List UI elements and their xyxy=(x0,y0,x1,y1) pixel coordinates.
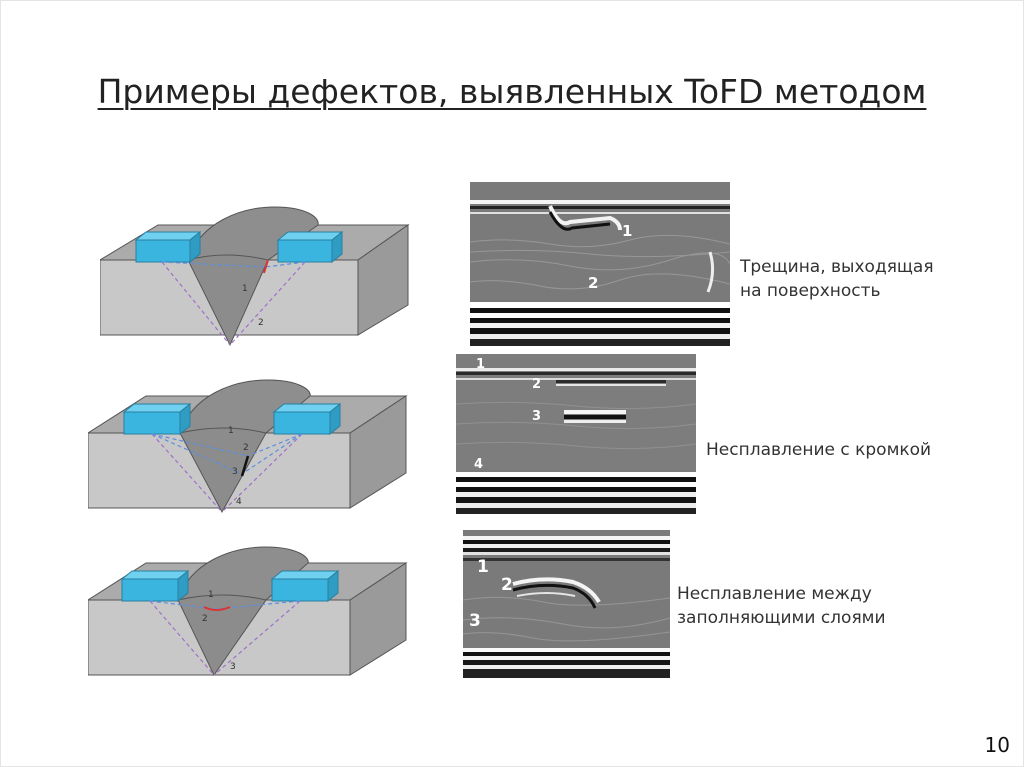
diagram-label-4: 4 xyxy=(236,497,242,507)
weld-diagram-crack: 1 2 xyxy=(100,206,410,347)
probe-left xyxy=(120,569,190,603)
scan-label-1: 1 xyxy=(476,357,485,372)
diagram-label-3: 3 xyxy=(232,467,238,477)
weld-diagram-interlayer-lof: 1 2 3 xyxy=(88,546,408,676)
tofd-scan-crack: 1 2 xyxy=(470,182,730,346)
diagram-label-1: 1 xyxy=(208,590,214,600)
probe-left xyxy=(134,230,202,264)
diagram-label-2: 2 xyxy=(202,614,208,624)
diagram-label-2: 2 xyxy=(243,443,249,453)
scan-label-3: 3 xyxy=(469,611,481,631)
tofd-scan-sidewall-lof: 1 2 3 4 xyxy=(456,354,696,514)
probe-right xyxy=(270,569,340,603)
caption-sidewall-lof: Несплавление с кромкой xyxy=(706,440,932,460)
scan-label-3: 3 xyxy=(532,409,541,424)
caption-crack: Трещина, выходящая на поверхность xyxy=(740,257,934,301)
scan-label-2: 2 xyxy=(588,274,598,292)
diagram-label-1: 1 xyxy=(228,426,234,436)
scan-label-2: 2 xyxy=(532,377,541,392)
diagram-label-2: 2 xyxy=(258,318,264,328)
diagram-label-1: 1 xyxy=(242,284,248,294)
scan-label-2: 2 xyxy=(501,575,513,595)
caption-interlayer-lof: Несплавление между заполняющими слоями xyxy=(677,584,886,628)
scan-label-4: 4 xyxy=(474,457,483,472)
probe-left xyxy=(122,402,192,436)
probe-right xyxy=(272,402,342,436)
scan-label-1: 1 xyxy=(477,557,489,577)
tofd-scan-interlayer-lof: 1 2 3 xyxy=(463,530,670,678)
weld-diagram-sidewall-lof: 1 2 3 4 xyxy=(88,379,408,514)
page-number: 10 xyxy=(984,733,1010,757)
diagram-label-3: 3 xyxy=(230,662,236,672)
scan-label-1: 1 xyxy=(622,222,632,240)
probe-right xyxy=(276,230,344,264)
slide-title: Примеры дефектов, выявленных ToFD методо… xyxy=(97,72,927,111)
